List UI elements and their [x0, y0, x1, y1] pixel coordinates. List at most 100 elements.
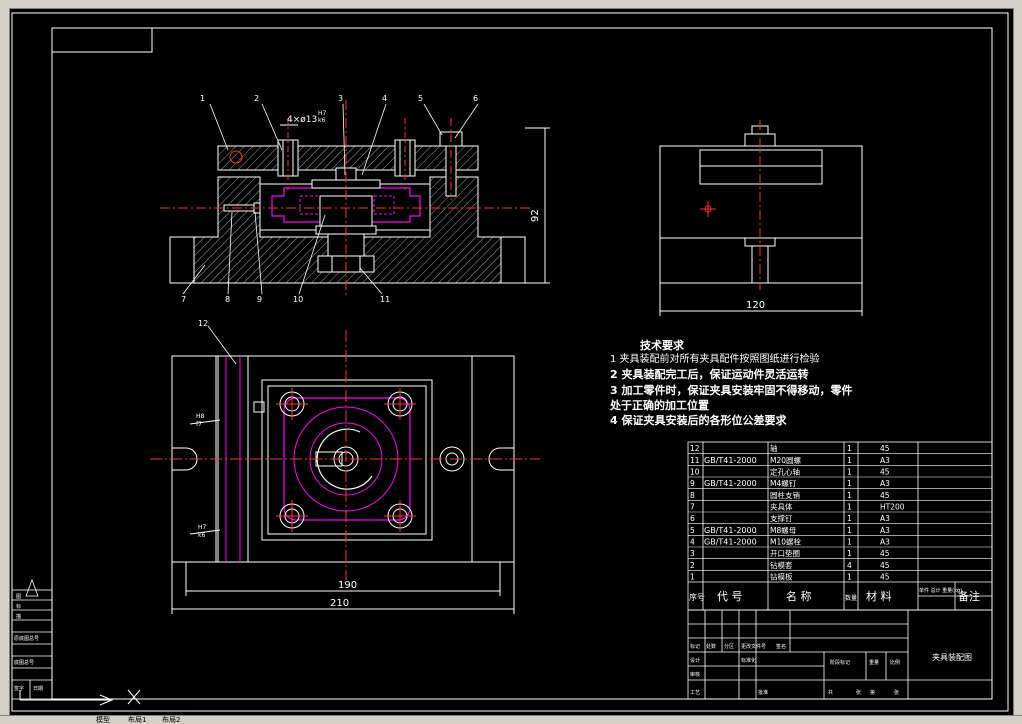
bom-cell-no: 6 — [690, 514, 695, 523]
dim-fit1-top: H8 — [196, 413, 205, 420]
bom-header-weight: 单件 总计 重量(kg) — [919, 587, 962, 594]
tech-title: 技术要求 — [640, 338, 685, 352]
lt-cell-7: 底图总号 — [14, 659, 34, 666]
bom-cell-mat: 45 — [880, 444, 890, 453]
bom-cell-name: M10螺栓 — [770, 537, 802, 547]
tb-cell-mark: 标记 — [690, 643, 700, 650]
bom-cell-no: 5 — [690, 526, 695, 535]
tech-item-3b: 处于正确的加工位置 — [609, 398, 709, 412]
bom-cell-qty: 1 — [847, 526, 852, 535]
bom-cell-mat: 45 — [880, 561, 890, 570]
balloon-10: 10 — [293, 295, 303, 304]
balloon-11: 11 — [380, 295, 390, 304]
tb-cell-sign: 签名 — [776, 643, 786, 650]
bom-cell-mat: A3 — [880, 526, 890, 535]
balloon-5: 5 — [418, 94, 423, 103]
balloon-9: 9 — [257, 295, 262, 304]
tb-cell-process: 工艺 — [690, 690, 700, 696]
tb-cell-design: 设计 — [690, 657, 700, 664]
bom-cell-mat: A3 — [880, 538, 890, 547]
bom-cell-name: 支撑钉 — [770, 513, 793, 523]
bom-cell-qty: 1 — [847, 444, 852, 453]
bom-header-code: 代 号 — [717, 590, 743, 603]
bom-cell-no: 3 — [690, 549, 695, 558]
tab-layout2[interactable]: 布局2 — [162, 716, 181, 724]
right-scrollbar[interactable] — [1013, 8, 1022, 715]
bom-cell-no: 9 — [690, 479, 695, 488]
left-tool-palette[interactable] — [0, 8, 10, 715]
bom-cell-no: 10 — [690, 468, 700, 477]
tb-cell-scale: 比例 — [890, 659, 900, 666]
left-margin-table — [11, 578, 53, 700]
tb-cell-total: 共 — [828, 689, 833, 696]
bom-cell-name: 轴 — [770, 443, 778, 453]
tb-cell-count: 处数 — [706, 643, 716, 650]
plan-view — [150, 330, 540, 614]
balloon-12: 12 — [198, 319, 208, 328]
tech-item-4: 4 保证夹具安装后的各形位公差要求 — [610, 413, 787, 427]
bom-header-no: 序号 — [689, 592, 705, 602]
sheet-border-outer — [11, 12, 1009, 712]
title-block — [687, 609, 993, 700]
dim-plan-outer: 210 — [330, 598, 349, 609]
bom-cell-mat: 45 — [880, 468, 890, 477]
bom-cell-qty: 1 — [847, 514, 852, 523]
balloon-8: 8 — [225, 295, 230, 304]
side-view — [659, 120, 863, 316]
bom-cell-qty: 1 — [847, 456, 852, 465]
dim-plan-inner: 190 — [338, 580, 357, 591]
bom-cell-name: 圆柱支销 — [770, 490, 800, 500]
bom-cell-mat: 45 — [880, 573, 890, 582]
title-text: 夹具装配图 — [932, 652, 972, 662]
bom-cell-name: M8螺母 — [770, 525, 797, 535]
bom-cell-name: 开口垫圈 — [770, 548, 800, 558]
bom-cell-mat: A3 — [880, 514, 890, 523]
bom-cell-mat: A3 — [880, 479, 890, 488]
balloon-3: 3 — [338, 94, 343, 103]
lt-cell-1: 图 — [16, 594, 21, 600]
tb-cell-sheets: 张 — [856, 689, 861, 696]
dim-height: 92 — [530, 209, 541, 222]
balloon-leaders — [182, 103, 479, 365]
code-box — [51, 27, 153, 53]
bom-cell-qty: 4 — [847, 561, 852, 570]
tech-item-1: 1 夹具装配前对所有夹具配件按照图纸进行检验 — [610, 352, 820, 365]
bom-cell-qty: 1 — [847, 479, 852, 488]
bom-cell-code: GB/T41-2000 — [704, 538, 757, 547]
tech-item-2: 2 夹具装配完工后，保证运动件灵活运转 — [610, 367, 808, 381]
drawing-canvas[interactable]: 92 4×ø13 H7 k6 1 2 3 4 5 6 7 8 9 10 11 1… — [9, 8, 1013, 715]
tab-layout1[interactable]: 布局1 — [128, 716, 147, 724]
lt-cell-2: 标 — [16, 603, 21, 610]
bom-header-note: 备注 — [958, 589, 980, 603]
dim-fit2-top: H7 — [198, 524, 207, 531]
bom-cell-qty: 1 — [847, 468, 852, 477]
lt-cell-5: 原底图总号 — [14, 635, 39, 642]
dim-fit-top: H7 — [318, 110, 327, 117]
bom-cell-mat: A3 — [880, 456, 890, 465]
lt-cell-3: 描 — [16, 613, 21, 620]
sheet-border-inner — [51, 27, 993, 700]
bom-cell-qty: 1 — [847, 491, 852, 500]
bom-cell-code: GB/T41-2000 — [704, 526, 757, 535]
balloon-1: 1 — [200, 94, 205, 103]
bom-cell-qty: 1 — [847, 573, 852, 582]
front-section-view — [160, 100, 550, 295]
bom-cell-mat: 45 — [880, 491, 890, 500]
layout-tab-bar: 模型 布局1 布局2 — [0, 715, 1022, 724]
tab-model[interactable]: 模型 — [96, 716, 110, 724]
tb-cell-zone: 分区 — [724, 643, 734, 650]
bom-header-qty: 数量 — [845, 594, 857, 602]
dim-fit2-bottom: k6 — [198, 532, 205, 539]
bom-cell-no: 8 — [690, 491, 695, 500]
bom-cell-name: 定孔心轴 — [770, 467, 800, 477]
bom-cell-code: GB/T41-2000 — [704, 479, 757, 488]
ucs-icon — [19, 689, 141, 706]
bom-cell-name: M20圆螺 — [770, 455, 802, 465]
bom-cell-name: 钻模套 — [770, 560, 793, 570]
dim-hole: 4×ø13 — [287, 115, 317, 125]
bom-cell-mat: 45 — [880, 549, 890, 558]
bom-cell-no: 11 — [690, 456, 700, 465]
bom-cell-no: 12 — [690, 444, 700, 453]
dim-fit-bottom: k6 — [318, 117, 325, 124]
balloon-4: 4 — [382, 94, 387, 103]
